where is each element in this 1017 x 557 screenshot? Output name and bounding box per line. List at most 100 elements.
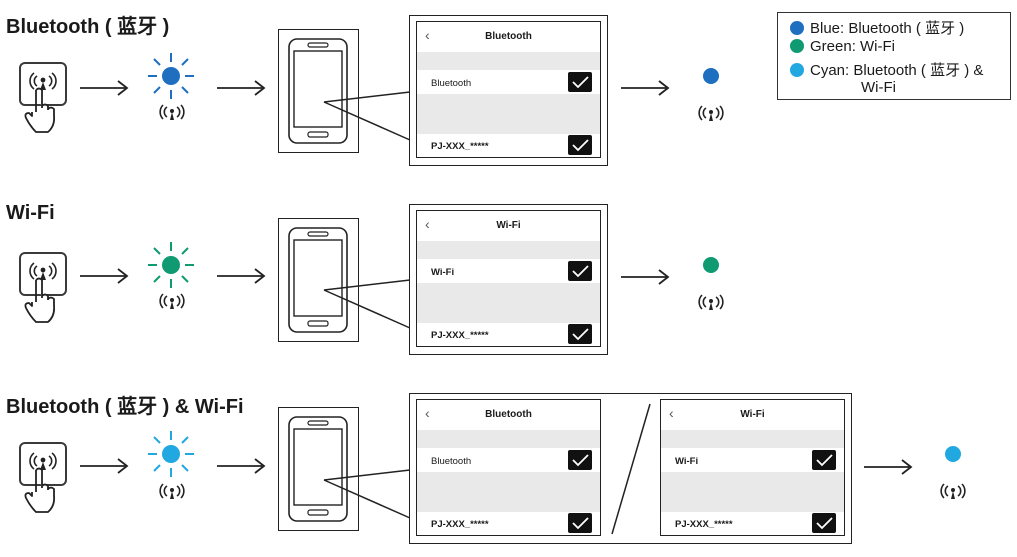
device-label: PJ-XXX_***** [675, 519, 733, 530]
screen-header: ‹ Wi-Fi [417, 211, 600, 241]
screen-header: ‹ Bluetooth [417, 400, 600, 430]
chevron-left-icon[interactable]: ‹ [425, 405, 430, 421]
right-arrow-icon [621, 269, 670, 285]
device-label: PJ-XXX_***** [431, 330, 489, 341]
screen-separator [661, 472, 844, 512]
chevron-left-icon[interactable]: ‹ [425, 216, 430, 232]
right-arrow-icon [80, 268, 129, 284]
wireless-signal-icon [159, 483, 185, 499]
section-title-wifi: Wi-Fi [6, 202, 55, 224]
smartphone-icon [288, 38, 348, 144]
cyan-led-icon [945, 446, 961, 462]
section-title-both: Bluetooth ( 蓝牙 ) & Wi-Fi [6, 396, 244, 418]
legend-item-cyan: Cyan: Bluetooth ( 蓝牙 ) & [790, 59, 983, 80]
wifi-settings-screen: ‹ Wi-Fi Wi-Fi PJ-XXX_***** [660, 399, 845, 536]
setting-label: Bluetooth [431, 78, 472, 89]
device-label: PJ-XXX_***** [431, 141, 489, 152]
legend-item-green: Green: Wi-Fi [790, 38, 895, 55]
wifi-screen-frame: ‹ Wi-Fi Wi-Fi PJ-XXX_***** [409, 204, 608, 355]
legend-cyan-label: Cyan: Bluetooth ( 蓝牙 ) & [810, 62, 984, 79]
blue-led-icon [703, 68, 719, 84]
right-arrow-icon [621, 80, 670, 96]
or-slash-divider [611, 403, 651, 535]
chevron-left-icon[interactable]: ‹ [425, 27, 430, 43]
wireless-button-press-icon [19, 442, 67, 486]
right-arrow-icon [80, 458, 129, 474]
bluetooth-toggle-row[interactable]: Bluetooth [417, 448, 600, 472]
setting-label: Bluetooth [431, 456, 472, 467]
device-label: PJ-XXX_***** [431, 519, 489, 530]
device-row[interactable]: PJ-XXX_***** [417, 323, 600, 345]
right-arrow-icon [80, 80, 129, 96]
wireless-signal-icon [698, 105, 724, 121]
phone-frame [278, 218, 359, 342]
screen-header: ‹ Wi-Fi [661, 400, 844, 430]
blinking-led-icon [148, 431, 194, 477]
bluetooth-toggle-row[interactable]: Bluetooth [417, 70, 600, 94]
combined-screen-frame: ‹ Bluetooth Bluetooth PJ-XXX_***** ‹ Wi-… [409, 393, 852, 544]
wifi-toggle-row[interactable]: Wi-Fi [661, 448, 844, 472]
checkbox-checked-icon[interactable] [812, 513, 836, 533]
screen-separator [417, 241, 600, 259]
setting-label: Wi-Fi [431, 267, 455, 278]
wireless-button-press-icon [19, 62, 67, 106]
phone-frame [278, 29, 359, 153]
right-arrow-icon [217, 458, 266, 474]
wireless-signal-icon [698, 294, 724, 310]
wireless-signal-icon [159, 104, 185, 120]
checkbox-checked-icon[interactable] [812, 450, 836, 470]
screen-separator [417, 472, 600, 512]
legend-blue-label: Blue: Bluetooth ( 蓝牙 ) [810, 20, 965, 37]
pointing-hand-icon [24, 277, 56, 323]
section-title-bluetooth: Bluetooth ( 蓝牙 ) [6, 16, 170, 38]
wireless-signal-icon [940, 483, 966, 499]
device-row[interactable]: PJ-XXX_***** [661, 512, 844, 534]
zoom-callout-lines [323, 91, 411, 141]
legend-item-blue: Blue: Bluetooth ( 蓝牙 ) [790, 17, 964, 38]
screen-separator [417, 94, 600, 134]
legend-item-cyan-cont: Wi-Fi [861, 79, 896, 96]
bluetooth-settings-screen: ‹ Bluetooth Bluetooth PJ-XXX_***** [416, 399, 601, 536]
blinking-led-icon [148, 53, 194, 99]
screen-header: ‹ Bluetooth [417, 22, 600, 52]
green-led-icon [703, 257, 719, 273]
screen-separator [417, 430, 600, 448]
legend-cyan-label-cont: Wi-Fi [861, 79, 896, 96]
cyan-dot-icon [790, 63, 804, 77]
wireless-button-press-icon [19, 252, 67, 296]
right-arrow-icon [217, 268, 266, 284]
smartphone-icon [288, 227, 348, 333]
checkbox-checked-icon[interactable] [568, 135, 592, 155]
blue-dot-icon [790, 21, 804, 35]
screen-header-title: Bluetooth [485, 31, 532, 42]
legend-green-label: Green: Wi-Fi [810, 38, 896, 55]
checkbox-checked-icon[interactable] [568, 513, 592, 533]
checkbox-checked-icon[interactable] [568, 324, 592, 344]
device-row[interactable]: PJ-XXX_***** [417, 512, 600, 534]
screen-header-title: Bluetooth [485, 409, 532, 420]
device-row[interactable]: PJ-XXX_***** [417, 134, 600, 156]
bluetooth-settings-screen: ‹ Bluetooth Bluetooth PJ-XXX_***** [416, 21, 601, 158]
screen-header-title: Wi-Fi [740, 409, 765, 420]
right-arrow-icon [864, 459, 913, 475]
wifi-settings-screen: ‹ Wi-Fi Wi-Fi PJ-XXX_***** [416, 210, 601, 347]
phone-frame [278, 407, 359, 531]
screen-header-title: Wi-Fi [496, 220, 521, 231]
smartphone-icon [288, 416, 348, 522]
blinking-led-icon [148, 242, 194, 288]
right-arrow-icon [217, 80, 266, 96]
chevron-left-icon[interactable]: ‹ [669, 405, 674, 421]
checkbox-checked-icon[interactable] [568, 450, 592, 470]
bluetooth-screen-frame: ‹ Bluetooth Bluetooth PJ-XXX_***** [409, 15, 608, 166]
zoom-callout-lines [323, 469, 411, 519]
pointing-hand-icon [24, 87, 56, 133]
checkbox-checked-icon[interactable] [568, 72, 592, 92]
setting-label: Wi-Fi [675, 456, 699, 467]
wifi-toggle-row[interactable]: Wi-Fi [417, 259, 600, 283]
zoom-callout-lines [323, 279, 411, 329]
color-legend: Blue: Bluetooth ( 蓝牙 ) Green: Wi-Fi Cyan… [777, 12, 1011, 100]
screen-separator [417, 52, 600, 70]
screen-separator [661, 430, 844, 448]
checkbox-checked-icon[interactable] [568, 261, 592, 281]
green-dot-icon [790, 39, 804, 53]
